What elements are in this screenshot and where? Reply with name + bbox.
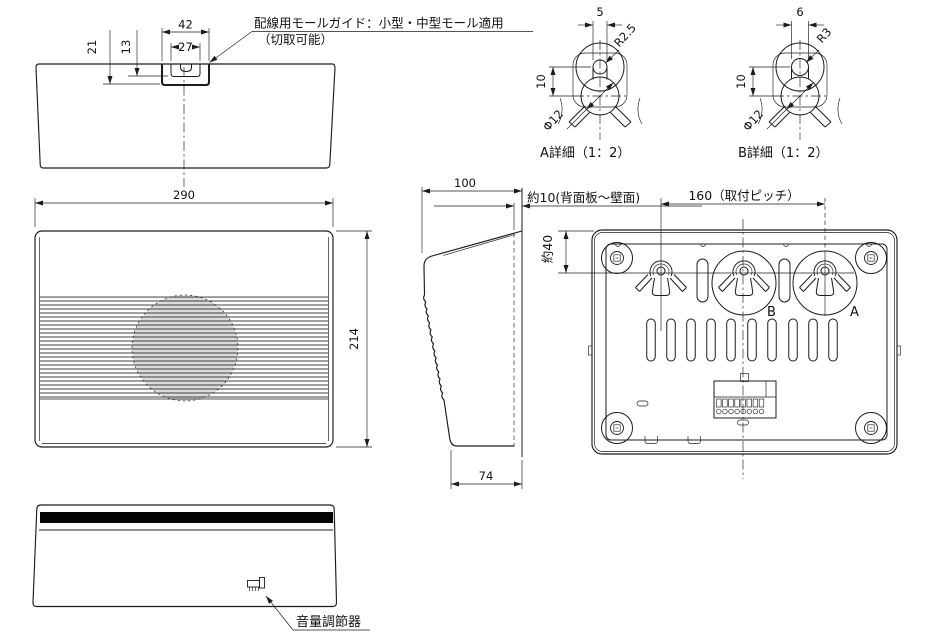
dim-label-wall-gap: 約10(背面板～壁面) <box>527 190 640 205</box>
dim-label-a10: 10 <box>534 74 548 89</box>
detail-a-title: A詳細（1：2） <box>540 145 630 161</box>
bottom-view: 音量調節器 <box>32 504 370 631</box>
back-view-outline <box>591 229 898 455</box>
dim-label-74: 74 <box>479 469 494 483</box>
side-view: 100 約10(背面板～壁面) 74 <box>421 176 702 489</box>
dim-100: 100 <box>421 176 523 253</box>
vent-slots <box>646 318 838 362</box>
mould-guide-notch-tab <box>180 64 192 72</box>
dim-42: 42 <box>161 18 210 61</box>
callout-mould-guide: 配線用モールガイド：小型・中型モール適用 （切取可能） <box>209 16 533 63</box>
detail-view-a: 5 R2.5 10 Φ12 A詳細（1：2） <box>534 5 643 161</box>
speaker-circle-outline <box>131 294 239 402</box>
detail-b-dim-radius: R3 <box>805 25 835 63</box>
grille-stripes <box>39 297 329 399</box>
detail-a-dim-depth: 10 <box>534 66 591 97</box>
detail-b-break-lines <box>757 97 843 125</box>
mould-guide-notch-outer <box>161 64 210 86</box>
detail-a-dim-diameter: Φ12 <box>540 82 614 134</box>
dim-label-290: 290 <box>173 188 195 202</box>
front-grille-bar <box>40 512 333 523</box>
side-tab-right <box>896 345 901 356</box>
top-view-outline <box>35 63 336 169</box>
detail-a-wings <box>568 105 632 128</box>
dim-label-27: 27 <box>178 40 193 54</box>
callout-mould-guide-line1: 配線用モールガイド：小型・中型モール適用 <box>254 16 504 31</box>
back-panel <box>605 243 888 441</box>
keyhole-b-circle <box>711 250 777 316</box>
detail-a-dim-slot-width: 5 <box>578 5 622 60</box>
dim-27: 27 <box>170 40 201 61</box>
dim-label-r3: R3 <box>814 25 835 46</box>
bottom-cutouts <box>644 436 701 444</box>
mould-guide-notch-inner <box>170 64 201 77</box>
dim-label-b10: 10 <box>734 74 748 89</box>
dim-label-100: 100 <box>454 176 476 190</box>
front-view: 290 214 <box>34 188 372 448</box>
dim-label-42: 42 <box>178 18 193 32</box>
side-view-inner-slant <box>442 234 516 256</box>
dim-label-b6: 6 <box>796 5 803 19</box>
side-tab-left <box>588 345 593 356</box>
dim-label-21: 21 <box>85 40 99 55</box>
side-view-profile <box>423 230 523 447</box>
corner-screw-top-right <box>855 242 887 274</box>
terminal-oval <box>737 419 749 426</box>
dim-label-214: 214 <box>347 328 361 350</box>
detail-b-title: B詳細（1：2） <box>738 145 828 161</box>
detail-a-break-lines <box>557 97 643 125</box>
dim-label-mount-pitch: 160（取付ピッチ） <box>688 188 799 203</box>
detail-b-wings <box>768 105 832 128</box>
mounting-keyhole-b <box>718 260 770 296</box>
dim-214: 214 <box>336 230 372 448</box>
detail-b-slot <box>791 67 809 79</box>
terminal-block <box>713 373 777 426</box>
upper-slot-left <box>696 258 709 303</box>
dim-21: 21 <box>85 30 160 85</box>
top-view: 42 27 21 13 配線用モールガイド：小型・中型モール適用 （切取可能） <box>35 16 533 187</box>
callout-volume: 音量調節器 <box>265 595 370 631</box>
dim-wall-gap: 約10(背面板～壁面) <box>434 190 702 230</box>
back-panel-marks <box>615 243 872 247</box>
dim-74: 74 <box>450 450 523 489</box>
dim-mount-pitch: 160（取付ピッチ） <box>660 188 826 331</box>
label-hole-a: A <box>850 305 859 320</box>
detail-b-dim-slot-width: 6 <box>776 5 824 59</box>
dim-label-a5: 5 <box>596 5 603 19</box>
back-view: B A <box>540 188 901 479</box>
detail-b-dim-depth: 10 <box>734 66 790 97</box>
detail-b-dim-diameter: Φ12 <box>740 82 814 134</box>
volume-control-icon <box>247 577 265 591</box>
dim-label-top-offset: 約40 <box>540 235 555 263</box>
detail-a-dim-radius: R2.5 <box>605 21 639 64</box>
dim-label-13: 13 <box>119 40 133 55</box>
dim-top-offset: 約40 <box>540 230 594 274</box>
bottom-view-outline <box>32 504 338 608</box>
upper-slot-right <box>778 258 791 303</box>
detail-view-b: 6 R3 10 Φ12 B詳細（1：2） <box>734 5 843 161</box>
volume-callout-label: 音量調節器 <box>296 614 361 630</box>
small-slot <box>636 400 649 407</box>
front-view-outline <box>34 230 334 448</box>
label-hole-b: B <box>767 305 776 320</box>
detail-a-slot <box>592 67 608 80</box>
dim-13: 13 <box>119 30 168 77</box>
callout-mould-guide-line2: （切取可能） <box>258 32 333 47</box>
corner-screw-bottom-right <box>855 412 887 444</box>
dim-290: 290 <box>34 188 334 227</box>
